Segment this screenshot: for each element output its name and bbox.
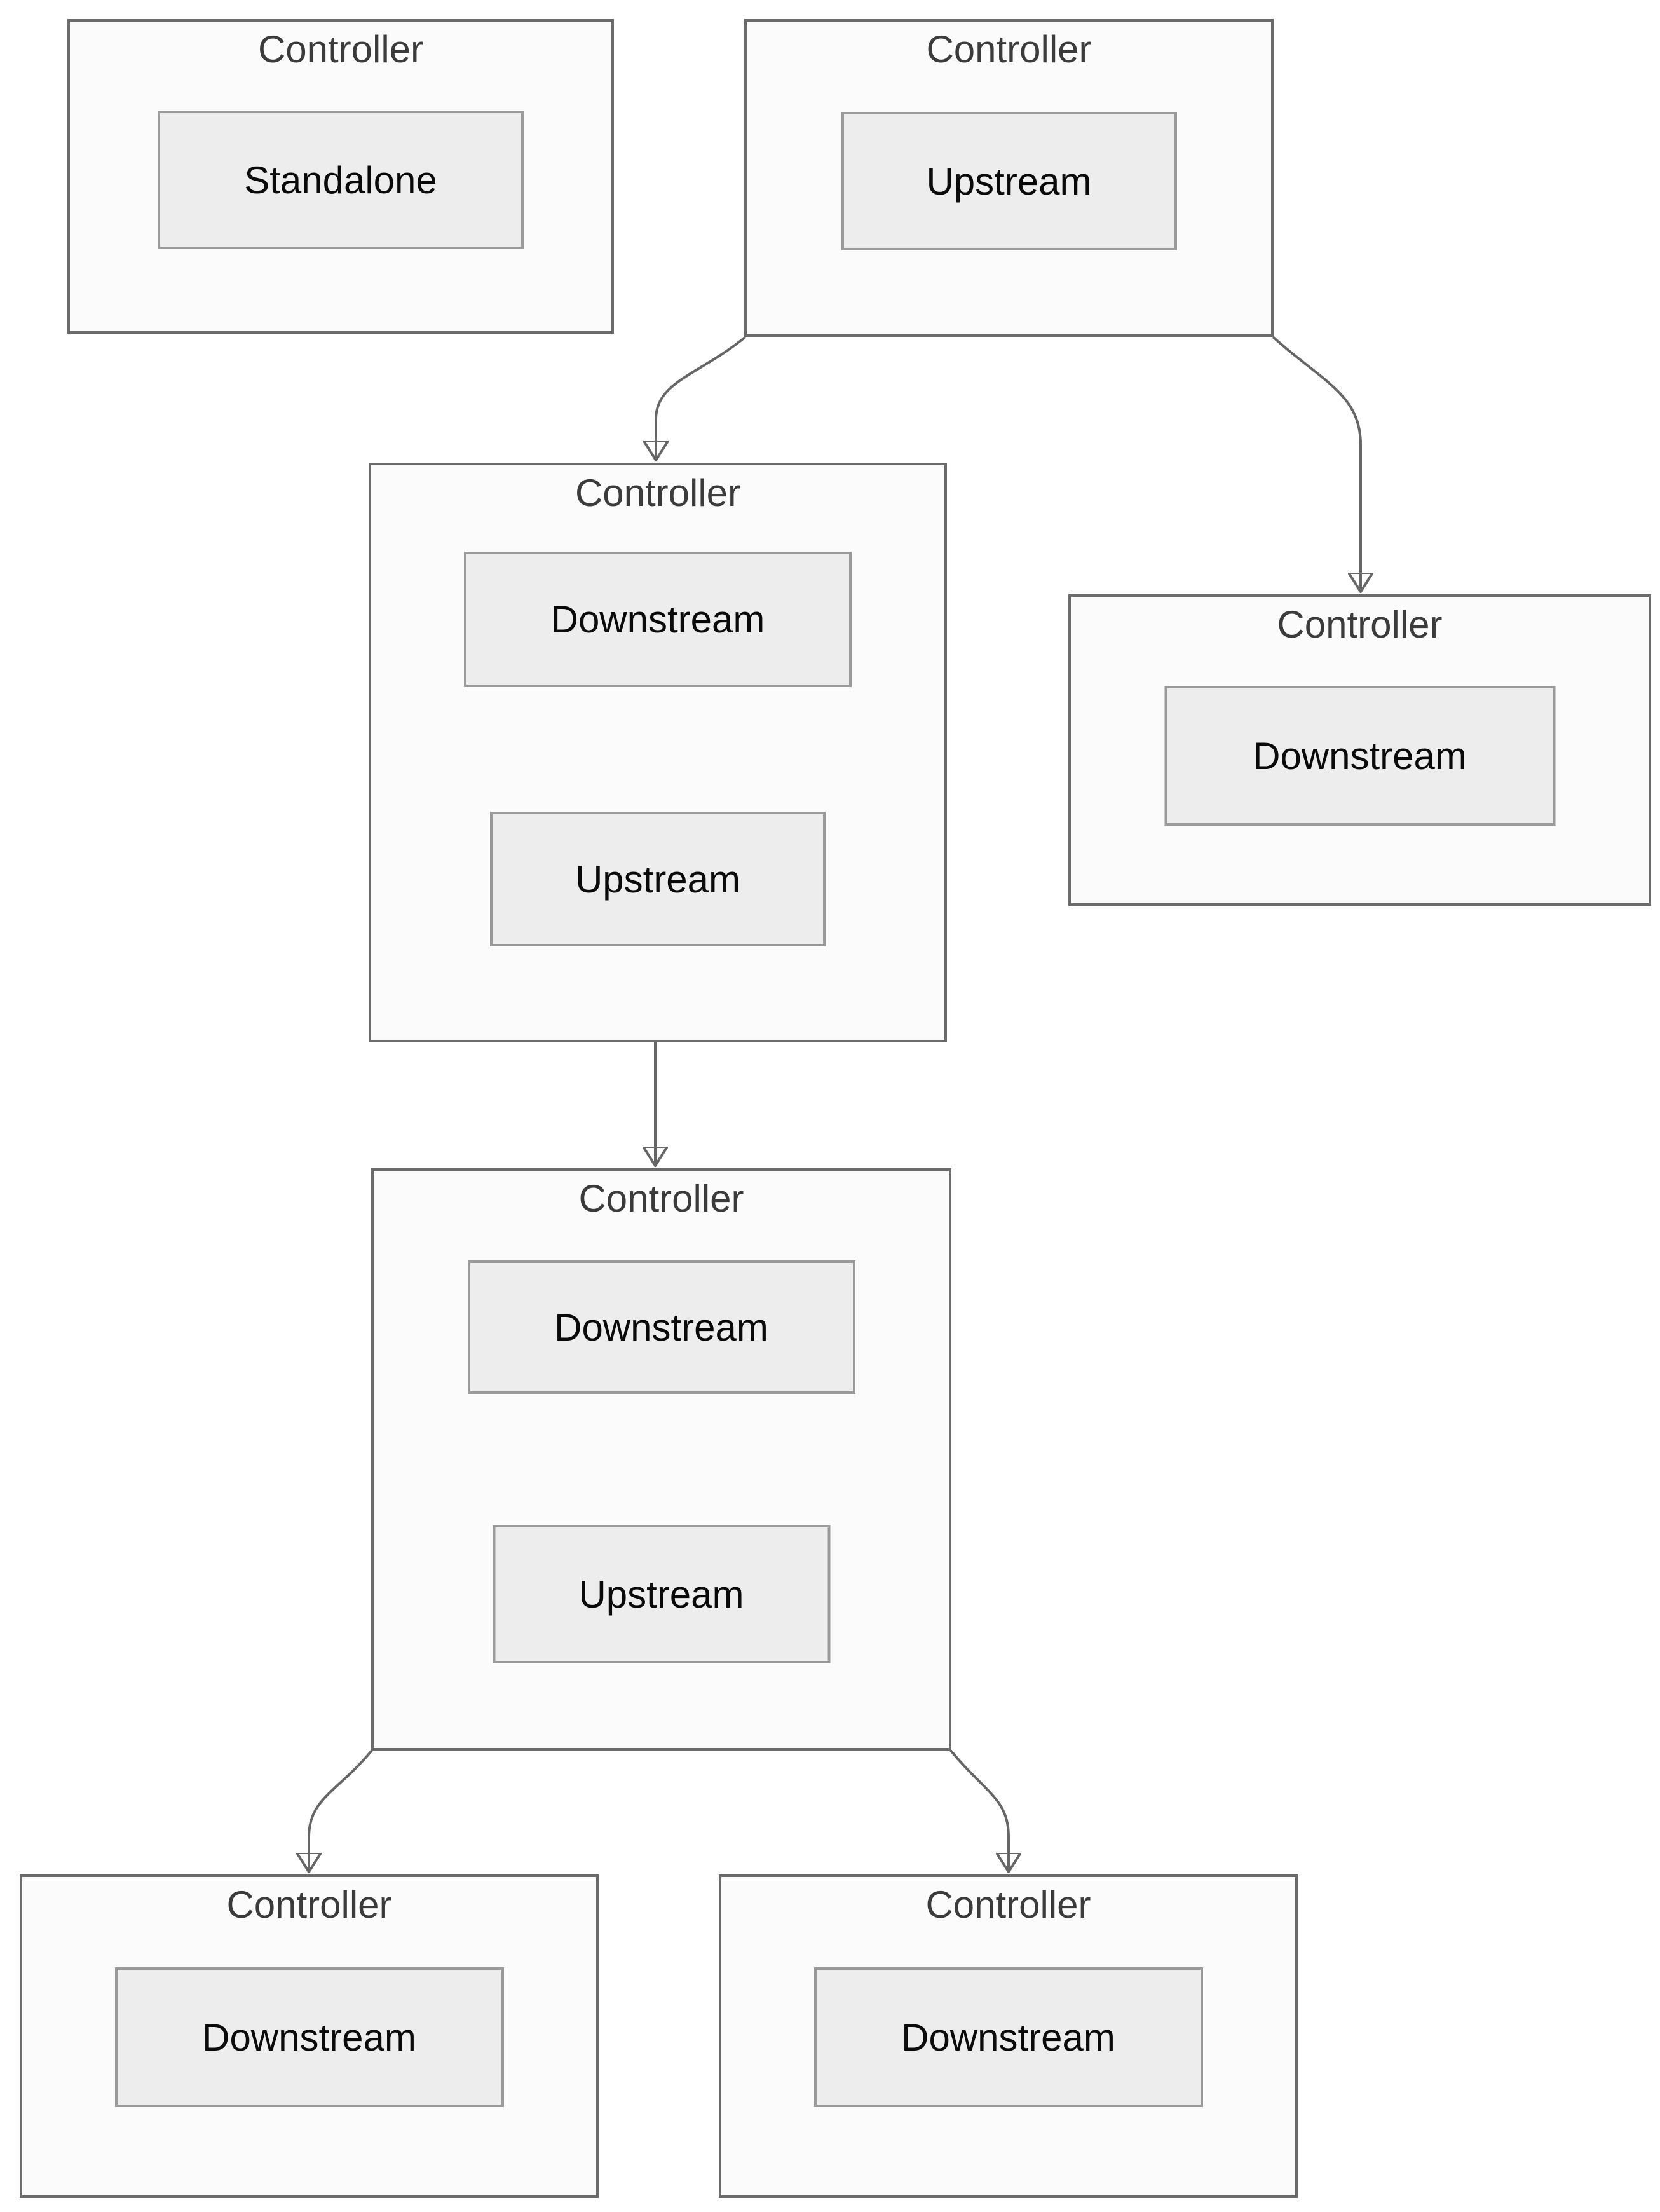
node-controller-mid: Controller Downstream Upstream: [369, 463, 947, 1042]
downstream-label: Downstream: [202, 2016, 416, 2059]
edge-upstream-to-right-controller: [1272, 336, 1361, 592]
edge-upstream-to-mid-controller: [656, 336, 747, 460]
node-controller-lower: Controller Downstream Upstream: [371, 1168, 951, 1751]
upstream-label: Upstream: [575, 857, 741, 901]
node-controller-upstream-root: Controller Upstream: [744, 19, 1274, 337]
edge-lower-to-bottom-left-controller: [309, 1749, 373, 1872]
downstream-label: Downstream: [901, 2016, 1115, 2059]
downstream-box: Downstream: [114, 1967, 504, 2107]
standalone-box: Standalone: [158, 111, 524, 249]
node-controller-right: Controller Downstream: [1068, 594, 1651, 906]
node-title: Controller: [926, 28, 1092, 71]
node-title: Controller: [578, 1177, 744, 1220]
node-controller-bottom-right: Controller Downstream: [719, 1874, 1298, 2198]
standalone-label: Standalone: [244, 158, 437, 201]
upstream-label: Upstream: [578, 1573, 744, 1616]
downstream-label: Downstream: [550, 598, 765, 641]
node-title: Controller: [226, 1883, 392, 1926]
node-title: Controller: [925, 1883, 1091, 1926]
edge-lower-to-bottom-right-controller: [949, 1749, 1009, 1872]
node-controller-bottom-left: Controller Downstream: [20, 1874, 599, 2198]
node-title: Controller: [257, 28, 424, 71]
upstream-label: Upstream: [926, 160, 1092, 203]
downstream-label: Downstream: [1253, 734, 1467, 777]
downstream-box: Downstream: [467, 1260, 855, 1394]
downstream-box: Downstream: [464, 552, 852, 687]
downstream-box: Downstream: [1164, 686, 1555, 826]
node-title: Controller: [1277, 603, 1443, 646]
upstream-box: Upstream: [493, 1525, 830, 1663]
upstream-box: Upstream: [490, 812, 826, 946]
downstream-label: Downstream: [554, 1306, 768, 1349]
node-controller-standalone: Controller Standalone: [67, 19, 614, 334]
upstream-box: Upstream: [841, 112, 1177, 250]
downstream-box: Downstream: [813, 1967, 1203, 2107]
node-title: Controller: [575, 472, 741, 514]
